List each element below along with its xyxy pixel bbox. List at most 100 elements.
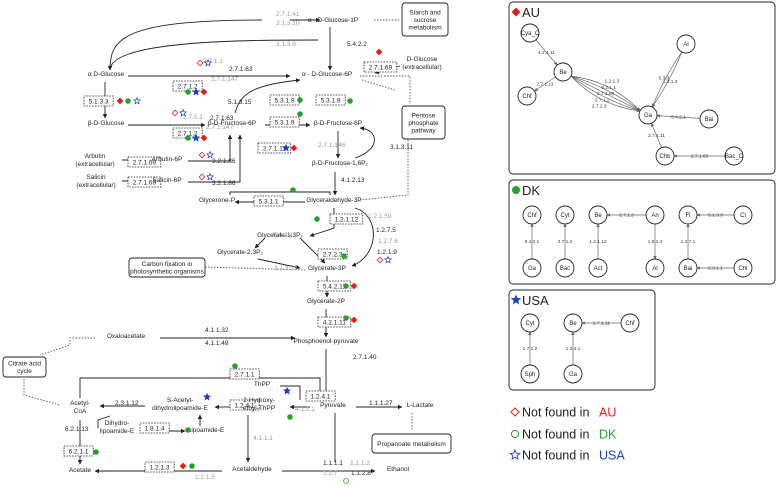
node-circle xyxy=(678,205,698,225)
ec-number: 2.7.1.1 xyxy=(183,114,203,121)
node-label: Bac xyxy=(560,266,570,272)
enzyme-box-frame xyxy=(229,368,260,380)
legend-item: Not found in USA xyxy=(509,449,625,463)
diamond-marker-icon xyxy=(116,97,124,105)
enzyme-box-frame xyxy=(269,116,300,128)
connector-line xyxy=(188,134,233,162)
box-label: metabolism xyxy=(408,24,441,31)
enzyme-box-frame xyxy=(329,213,364,225)
ec-number: 2.7.1.1 xyxy=(203,58,223,65)
edge-label: 2.7.1.69 xyxy=(691,154,709,160)
ec-number: 4.1.1.1 xyxy=(295,406,315,413)
enzyme-label: 5.4.2.11 xyxy=(323,283,346,290)
panel-title: DK xyxy=(522,183,540,198)
network-edge xyxy=(570,75,641,113)
compound-label: α - D-Glucose-6P xyxy=(302,71,352,78)
ec-number: 1.2.7.6 xyxy=(378,238,398,245)
network-node: Chf xyxy=(620,313,640,333)
ec-number: 2.7.1.147 xyxy=(206,124,233,131)
diamond-outline-icon xyxy=(510,407,520,417)
connector-line xyxy=(109,39,319,71)
pathway-link-box[interactable]: Propanoate metabolism xyxy=(371,433,452,454)
compound-label: L-Lactate xyxy=(406,402,433,409)
diamond-marker-icon xyxy=(198,173,206,181)
compound-label: Phosphoenol-pyruvate xyxy=(293,338,358,345)
enzyme-box: 2.7.1.69 xyxy=(363,61,398,73)
enzyme-box-frame xyxy=(317,248,348,260)
box-label: photosynthetic organisms xyxy=(130,269,204,276)
network-edge xyxy=(535,39,558,66)
diamond-marker-icon xyxy=(200,88,208,96)
edge-label: 2.7.2.3 xyxy=(592,104,607,110)
enzyme-label: 1.2.4.1 xyxy=(311,393,331,400)
node-circle xyxy=(555,258,575,278)
absence-markers xyxy=(93,48,393,484)
enzyme-box-frame xyxy=(83,95,114,107)
network-edge xyxy=(651,51,683,108)
enzyme-label: 2.7.1.69 xyxy=(369,64,393,71)
compound-label: α D-Glucose xyxy=(88,71,125,78)
connector-line xyxy=(257,258,301,270)
network-node: Be xyxy=(563,313,583,333)
connector-line xyxy=(234,78,301,114)
legend-text: Not found in xyxy=(522,428,589,442)
box-label: Carbon fixation in xyxy=(142,261,193,268)
network-node: Chb xyxy=(655,146,675,166)
node-circle xyxy=(655,146,675,166)
ec-number: 3.1.3.10 xyxy=(276,20,300,27)
box-label: pathway xyxy=(411,127,436,134)
enzyme-box: 2.7.1.69 xyxy=(127,156,162,168)
edge-label: 2.7.1.2 xyxy=(619,213,634,219)
compound-label: Oxaloacetate xyxy=(107,333,146,340)
compound-label: ThPP xyxy=(254,381,270,388)
network-panel-au: AU4.2.1.112.7.1.111.2.1.36.2.1.12.7.1.69… xyxy=(508,1,776,175)
network-node: Cyt xyxy=(555,205,575,225)
compound-label: Pyruvate xyxy=(320,402,346,409)
enzyme-box: 1.2.1.12 xyxy=(329,213,364,225)
network-node: Chf xyxy=(522,205,542,225)
box-frame xyxy=(401,105,446,140)
connector-line xyxy=(361,79,396,91)
ec-number: 5.4.2.4 xyxy=(273,232,293,239)
enzyme-box-frame xyxy=(305,390,336,402)
node-circle xyxy=(520,364,540,384)
connector-line xyxy=(188,134,243,183)
box-frame xyxy=(128,257,206,278)
enzyme-label: 4.2.1.11 xyxy=(323,319,346,326)
node-circle xyxy=(699,109,719,129)
enzyme-box-frame xyxy=(363,61,398,73)
ec-number: 2.7.1.63 xyxy=(210,115,234,122)
legend-place: DK xyxy=(599,428,617,442)
ec-number: 1.2.1.5 xyxy=(195,474,215,481)
network-node: Act xyxy=(588,258,608,278)
connector-line xyxy=(354,126,375,159)
box-frame xyxy=(371,433,452,454)
ec-number: 1.1.2.8 xyxy=(351,470,371,477)
star-marker-icon xyxy=(191,87,201,96)
node-label: Bai xyxy=(684,266,693,272)
node-label: Act xyxy=(594,266,603,272)
diamond-marker-icon xyxy=(350,282,358,290)
compound-label: Glycerone-P xyxy=(199,197,235,204)
ec-number: 6.2.1.13 xyxy=(65,426,89,433)
compound-label: 2-Hydroxy- xyxy=(243,397,275,404)
node-label: An xyxy=(651,213,658,219)
enzyme-box: 4.2.1.11 xyxy=(317,316,352,328)
network-node: Fl xyxy=(678,205,698,225)
diamond-icon xyxy=(511,7,521,17)
compound-label: CoA xyxy=(74,408,87,415)
network-node: Cya_C xyxy=(520,23,540,43)
compound-label: lipoamide-E xyxy=(100,428,135,435)
enzyme-label: 5.3.1.1 xyxy=(259,198,279,205)
compound-label: β-D-Fructose-6P xyxy=(208,120,256,127)
box-label: sucrose xyxy=(414,17,437,24)
enzyme-label: 2.7.1.2 xyxy=(178,130,198,137)
dot-marker-icon xyxy=(343,315,349,321)
compound-label: S-Acetyl- xyxy=(167,397,193,404)
